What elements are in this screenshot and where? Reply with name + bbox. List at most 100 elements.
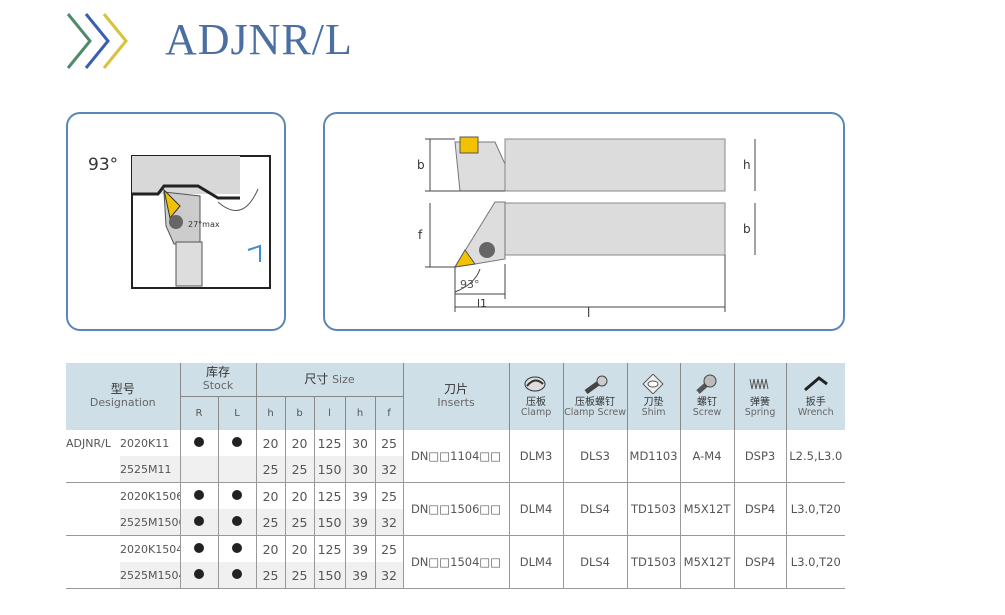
chevron-logo-icon [66, 13, 128, 69]
size-cell: 25 [374, 430, 404, 456]
designation-prefix: ADJNR/L [66, 436, 111, 450]
angle-93-label: 93° [460, 278, 480, 291]
size-cell: 25 [284, 509, 315, 536]
size-cell: 39 [344, 562, 376, 589]
part-name-cn: 压板螺钉 [575, 396, 616, 408]
designation-prefix [66, 483, 120, 510]
tool-holder-dimension-diagram: b h f b 93° l1 l [417, 136, 756, 320]
clamp-cell: DLM3 [508, 430, 564, 483]
model-cell: 2020K1506 [120, 489, 181, 503]
screw-cell: A-M4 [679, 430, 735, 483]
shim-cell: MD1103 [626, 430, 681, 483]
column-header-b: b [284, 396, 315, 430]
stock-R-cell [179, 562, 219, 589]
size-cell: 25 [284, 562, 315, 589]
in-stock-dot [194, 516, 205, 526]
shim-cell: TD1503 [626, 482, 681, 536]
in-stock-dot [232, 516, 243, 526]
size-cell: 25 [255, 456, 286, 483]
angle-label: 93° [88, 155, 118, 175]
in-stock-dot [194, 543, 205, 553]
size-cell: 32 [374, 456, 404, 483]
part-name-cn: 螺钉 [697, 396, 718, 408]
b-top-label: b [417, 158, 425, 172]
screw-icon [696, 374, 717, 394]
b-side-label: b [743, 222, 751, 236]
in-stock-dot [232, 437, 243, 447]
part-name-en: Wrench [797, 407, 834, 419]
model-cell: 2020K11 [120, 436, 170, 450]
size-cell: 20 [255, 535, 286, 562]
in-stock-dot [232, 569, 243, 579]
size-cell: 20 [284, 430, 315, 456]
stock-L-cell [217, 430, 257, 456]
f-label: f [418, 228, 423, 242]
part-name-cn: 扳手 [805, 396, 826, 408]
size-cell: 25 [255, 562, 286, 589]
spring-cell: DSP3 [733, 430, 787, 483]
size-cell: 150 [313, 456, 346, 483]
spring-icon [749, 378, 769, 389]
size-header: 尺寸 Size [255, 363, 404, 397]
stock-L-cell [217, 562, 257, 589]
size-cell: 32 [374, 562, 404, 589]
size-cell: 25 [374, 535, 404, 562]
clamp-screw-icon [584, 375, 608, 394]
wrench-cell: L2.5,L3.0 [785, 430, 846, 483]
in-stock-dot [232, 490, 243, 500]
model-cell: 2525M1506 [120, 509, 181, 536]
column-header-f: f [374, 396, 404, 430]
stock-L-cell [217, 482, 257, 509]
shim-icon [641, 373, 664, 395]
in-stock-dot [194, 437, 205, 447]
size-cell: 150 [313, 509, 346, 536]
size-cell: 39 [344, 482, 376, 509]
size-cell: 25 [255, 509, 286, 536]
column-header-l: l [313, 396, 346, 430]
size-cell: 20 [284, 535, 315, 562]
dimension-diagram-panel: b h f b 93° l1 l [323, 112, 845, 331]
h-label: h [743, 158, 751, 172]
size-cell: 20 [284, 482, 315, 509]
size-cell: 39 [344, 509, 376, 536]
in-stock-dot [232, 543, 243, 553]
part-name-en: Spring [744, 407, 776, 419]
column-header-h: h [255, 396, 286, 430]
clamp-screw-cell: DLS4 [562, 535, 628, 589]
clamp-cell: DLM4 [508, 482, 564, 536]
size-cell: 20 [255, 430, 286, 456]
insert-cell: DN□□1506□□ [402, 482, 510, 536]
size-cell: 25 [284, 456, 315, 483]
spring-cell: DSP4 [733, 482, 787, 536]
designation-prefix [66, 509, 120, 536]
cutting-diagram-panel: 27°max 93° [66, 112, 286, 331]
stock-L-cell [217, 509, 257, 536]
part-name-en: Screw [692, 407, 722, 419]
wrench-icon [803, 375, 828, 391]
l-label: l [587, 306, 590, 320]
wrench-cell: L3.0,T20 [785, 535, 846, 589]
designation-prefix [66, 536, 120, 563]
stock-L-cell [217, 456, 257, 483]
stock-L-cell [217, 535, 257, 562]
part-name-en: Clamp [520, 407, 552, 419]
insert-cell: DN□□1504□□ [402, 535, 510, 589]
column-header-R: R [179, 396, 219, 430]
designation-prefix [66, 456, 120, 483]
size-cell: 25 [374, 482, 404, 509]
clamp-cell: DLM4 [508, 535, 564, 589]
stock-R-cell [179, 456, 219, 483]
l1-label: l1 [477, 297, 487, 310]
part-name-cn: 压板 [526, 396, 547, 408]
